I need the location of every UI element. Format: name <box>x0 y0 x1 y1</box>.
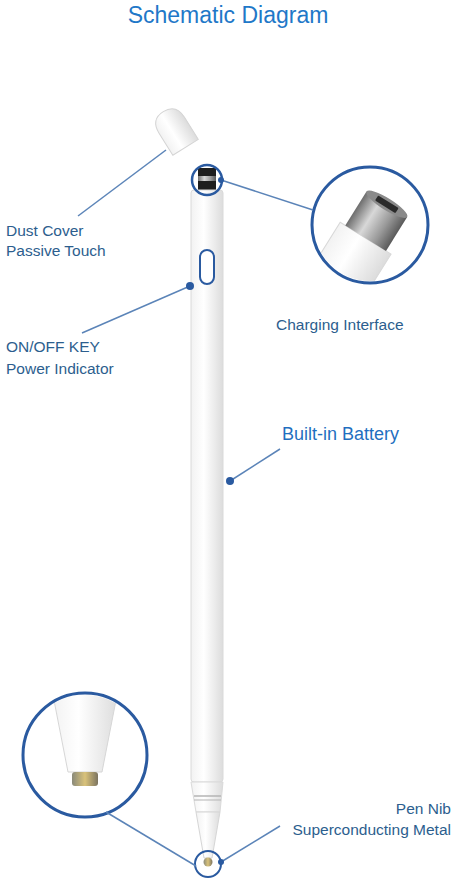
title: Schematic Diagram <box>128 2 329 30</box>
dust-cover <box>151 104 199 156</box>
part-label: Passive Touch <box>6 242 106 261</box>
highlight-ring <box>192 165 222 195</box>
part-label: Pen Nib <box>396 800 451 819</box>
part-label: Charging Interface <box>276 316 404 335</box>
zoom-nib <box>23 690 147 817</box>
part-label: Superconducting Metal <box>292 821 451 840</box>
part-label: ON/OFF KEY <box>6 338 100 357</box>
part-label: Built-in Battery <box>282 424 399 446</box>
part-label: Dust Cover <box>6 222 84 241</box>
leader-lines <box>78 150 313 866</box>
part-label: Power Indicator <box>6 360 114 379</box>
highlight-ring <box>195 851 221 877</box>
leader-dots <box>186 177 234 865</box>
zoom-charging <box>293 167 428 330</box>
pen-body <box>191 168 223 867</box>
